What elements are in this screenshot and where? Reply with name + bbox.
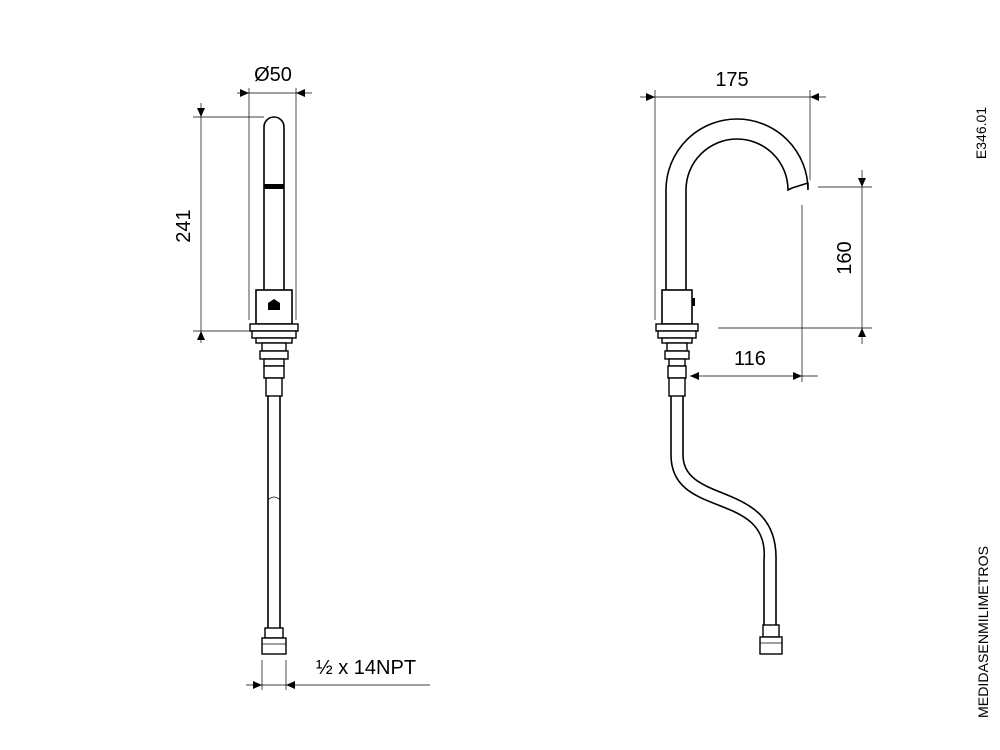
offset-dimension: 116 [690, 205, 818, 382]
front-base-flange [249, 323, 299, 332]
side-hose-left [670, 396, 765, 625]
side-nut-upper [666, 342, 688, 352]
thread-label: ½ x 14NPT [316, 657, 416, 679]
product-code: E346.01 [973, 107, 989, 159]
front-bottom-ferrule [264, 627, 284, 639]
spout-tip [791, 182, 809, 189]
hose-break-mark [267, 496, 281, 501]
spout-outer [665, 118, 809, 290]
side-hose-right [682, 396, 777, 625]
side-view [655, 118, 809, 655]
front-connector-body [265, 377, 283, 397]
front-nut-stem [263, 358, 285, 367]
height-label: 241 [173, 209, 195, 242]
side-base-plate [657, 330, 697, 339]
side-nut-lower [664, 350, 690, 360]
height-dimension: 241 [173, 103, 264, 343]
side-bottom-ferrule [762, 624, 780, 638]
side-base-flange [655, 323, 699, 332]
reach-dimension: 175 [640, 69, 826, 320]
side-sensor-body [661, 289, 693, 325]
diameter-dimension: Ø50 [237, 64, 312, 320]
front-hose [267, 396, 281, 638]
front-bottom-fitting [261, 637, 287, 655]
side-connector [667, 365, 687, 379]
side-connector-body [668, 377, 686, 397]
spout-height-label: 160 [834, 241, 856, 274]
spout-height-dimension: 160 [718, 170, 872, 344]
front-base-plate [251, 330, 297, 339]
front-connector [263, 365, 285, 379]
front-base-washer [255, 337, 293, 344]
reach-label: 175 [715, 69, 748, 91]
front-nut-upper [261, 342, 287, 352]
front-spout-tube [263, 116, 285, 290]
units-note: MEDIDASENMILIMETROS [975, 546, 991, 718]
front-view [249, 116, 299, 655]
thread-dimension: ½ x 14NPT [246, 657, 430, 690]
aerator-mark [264, 184, 284, 189]
front-nut-lower [259, 350, 289, 360]
side-base-washer [661, 337, 693, 344]
side-sensor-window [692, 298, 695, 306]
sensor-icon [268, 299, 280, 310]
diameter-label: Ø50 [254, 64, 292, 86]
side-nut-stem [668, 358, 686, 367]
side-bottom-fitting [759, 636, 783, 655]
spout-inner [685, 138, 793, 290]
offset-label: 116 [734, 348, 766, 370]
